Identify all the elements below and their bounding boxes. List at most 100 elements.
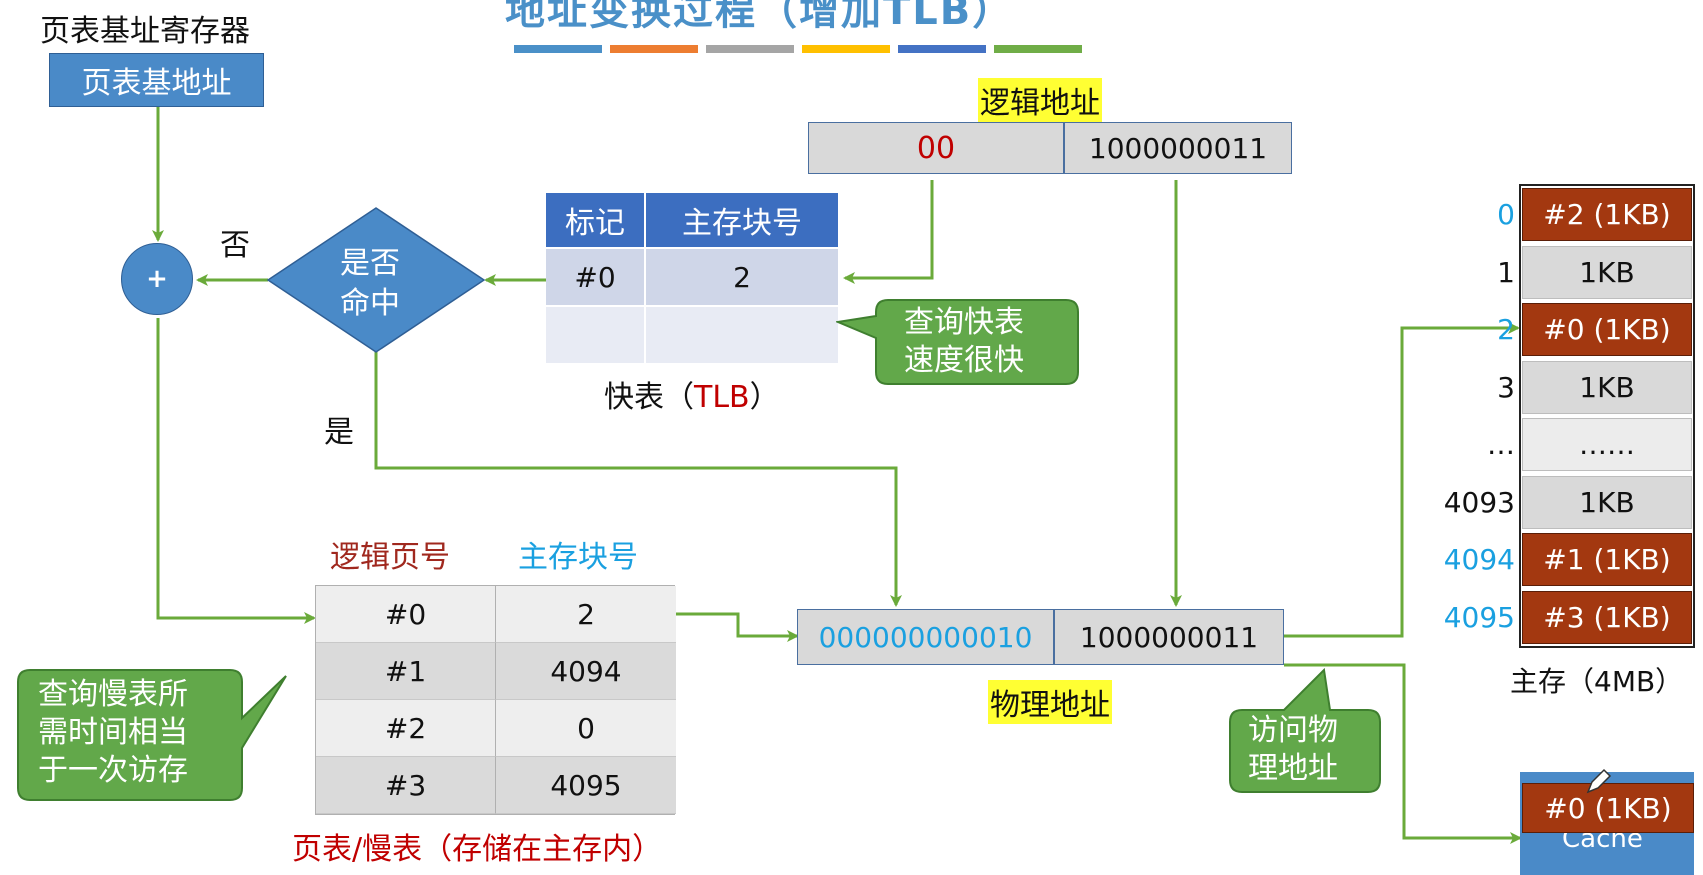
no-label: 否 [220,228,250,263]
tlb-caption-prefix: 快表（ [604,380,694,415]
title-bar-segment [610,45,698,53]
cache-block-text: #0 (1KB) [1544,791,1672,825]
page-table: #0 2 #1 4094 #2 0 #3 4095 [315,585,676,815]
arrow-page-to-tlb [843,180,934,284]
page-table-page-text: #0 [384,597,427,631]
memory-index: 4094 [1443,543,1515,576]
memory-index: 4093 [1443,485,1515,519]
page-table-page-text: #3 [384,768,427,802]
memory-index: 2 [1497,313,1515,346]
tlb-header-block: 主存块号 [646,193,838,247]
main-memory-frame [1519,184,1695,648]
access-callout-line1: 访问物 [1248,713,1338,748]
memory-block-text: 1KB [1579,255,1635,289]
page-table-block-cell: 0 [496,700,676,757]
slow-callout-line2: 需时间相当 [38,715,188,750]
page-table-block-text: 4095 [550,768,622,802]
tlb-callout [836,299,1079,385]
decision-text-2: 命中 [340,286,400,321]
arrow-physical-to-memory [1284,322,1520,638]
page-table-caption: 页表/慢表（存储在主存内） [292,824,662,868]
logical-page-field: 00 [808,122,1064,174]
logical-offset-field: 1000000011 [1064,122,1292,174]
memory-block-used: #0 (1KB) [1522,303,1692,356]
page-table-page-cell: #1 [316,643,496,700]
adder-circle: + [121,243,193,315]
adder-symbol: + [146,264,168,294]
memory-index: … [1487,428,1515,461]
yes-label: 是 [324,415,354,450]
memory-block-free: 1KB [1522,360,1692,414]
tlb-row-0-tag-text: #0 [574,260,616,294]
memory-block-used: #1 (1KB) [1522,533,1692,586]
decision-diamond [266,207,486,353]
memory-block-free: …… [1522,418,1692,471]
physical-block-value: 000000000010 [818,620,1033,654]
page-table-page-text: #1 [384,654,427,688]
memory-block-text: #2 (1KB) [1543,198,1671,231]
slow-callout-line3: 于一次访存 [38,753,188,788]
memory-index: 1 [1497,255,1515,289]
register-value: 页表基地址 [81,66,232,101]
title-bar-segment [706,45,794,53]
page-table-header-page: 逻辑页号 [330,540,450,575]
page-table-block-text: 0 [577,711,595,745]
slow-table-callout [17,669,287,801]
memory-block-text: #1 (1KB) [1543,543,1671,576]
tlb-callout-line1: 查询快表 [904,305,1024,340]
page-table-block-cell: 4094 [496,643,676,700]
page-table-block-cell: 2 [496,586,676,643]
page-table-block-text: 4094 [550,654,622,688]
tlb-row-1-tag [546,307,646,363]
physical-offset-value: 1000000011 [1079,620,1259,654]
tlb-header-tag-text: 标记 [565,206,625,241]
title-bar-segment [898,45,986,53]
page-table-block-cell: 4095 [496,757,676,814]
page-table-page-cell: #0 [316,586,496,643]
page-table-block-text: 2 [577,597,595,631]
logical-address-label: 逻辑地址 [978,78,1102,122]
memory-block-text: #0 (1KB) [1543,313,1671,346]
diagram-title: 地址变换过程（增加TLB） [505,0,1015,34]
logical-offset-value: 1000000011 [1088,131,1268,165]
physical-address-label: 物理地址 [988,680,1112,724]
memory-block-text: 1KB [1579,485,1635,519]
memory-block-free: 1KB [1522,245,1692,299]
physical-offset-field: 1000000011 [1054,609,1284,665]
page-table-page-text: #2 [384,711,427,745]
tlb-header-tag: 标记 [546,193,646,247]
tlb-caption-tlb: TLB [694,380,750,415]
arrow-physical-to-cache [1284,663,1522,844]
logical-page-value: 00 [916,130,956,166]
title-underline [514,45,1084,53]
register-label: 页表基址寄存器 [40,14,250,49]
slow-callout-line1: 查询慢表所 [38,677,188,712]
main-memory-caption: 主存（4MB） [1510,665,1684,698]
physical-block-field: 000000000010 [797,609,1054,665]
tlb-caption: 快表（TLB） [604,372,780,416]
page-table-page-cell: #2 [316,700,496,757]
register-value-box: 页表基地址 [49,53,264,107]
tlb-callout-line2: 速度很快 [904,343,1024,378]
title-bar-segment [802,45,890,53]
tlb-header-block-text: 主存块号 [682,206,802,241]
page-table-caption-prefix: 页表/ [292,832,363,867]
memory-index: 4095 [1443,600,1515,634]
memory-block-text: …… [1579,428,1635,461]
decision-text-1: 是否 [340,246,400,281]
page-table-page-cell: #3 [316,757,496,814]
memory-block-used: #2 (1KB) [1522,188,1692,241]
page-table-caption-rest: 慢表（存储在主存内） [362,832,663,867]
memory-block-text: #3 (1KB) [1543,600,1671,634]
title-bar-segment [514,45,602,53]
memory-block-used: #3 (1KB) [1522,590,1692,644]
page-table-header-block: 主存块号 [518,540,638,575]
tlb-row-0-tag: #0 [546,249,646,305]
pencil-cursor-icon [1586,768,1612,794]
memory-block-text: 1KB [1579,370,1635,404]
access-callout-line2: 理地址 [1248,751,1338,786]
tlb-row-0-block: 2 [646,249,838,305]
cache-block: #0 (1KB) [1522,783,1694,833]
